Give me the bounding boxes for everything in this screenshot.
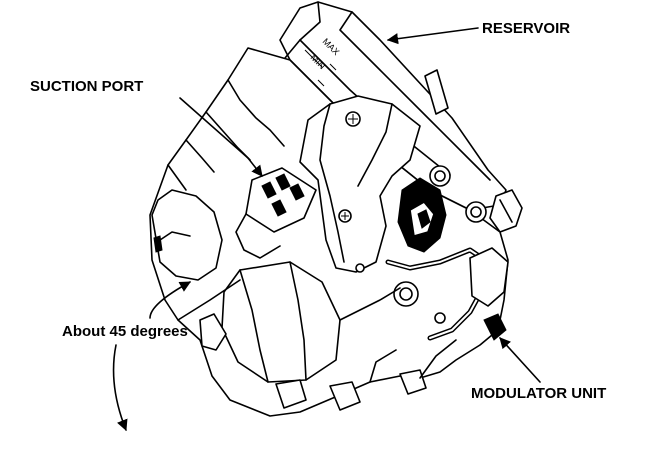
bolt-heads bbox=[338, 111, 487, 324]
modulator-assembly-illustration: MAX MIN bbox=[149, 1, 523, 417]
angle-arc-lower bbox=[112, 344, 128, 432]
callouts: RESERVOIR SUCTION PORT About 45 degrees … bbox=[30, 20, 606, 432]
bracket bbox=[299, 95, 421, 273]
modulator-unit-leader-arrow bbox=[499, 337, 541, 383]
suction-port-label: SUCTION PORT bbox=[30, 78, 143, 95]
modulator-unit-label: MODULATOR UNIT bbox=[471, 385, 606, 402]
suction-port-leader-arrow bbox=[179, 97, 263, 177]
suction-port-fitting bbox=[235, 167, 317, 259]
angle-arc-upper bbox=[149, 281, 191, 319]
reservoir-label: RESERVOIR bbox=[482, 20, 570, 37]
angle-label: About 45 degrees bbox=[62, 323, 188, 340]
reservoir-leader-arrow bbox=[386, 27, 479, 45]
